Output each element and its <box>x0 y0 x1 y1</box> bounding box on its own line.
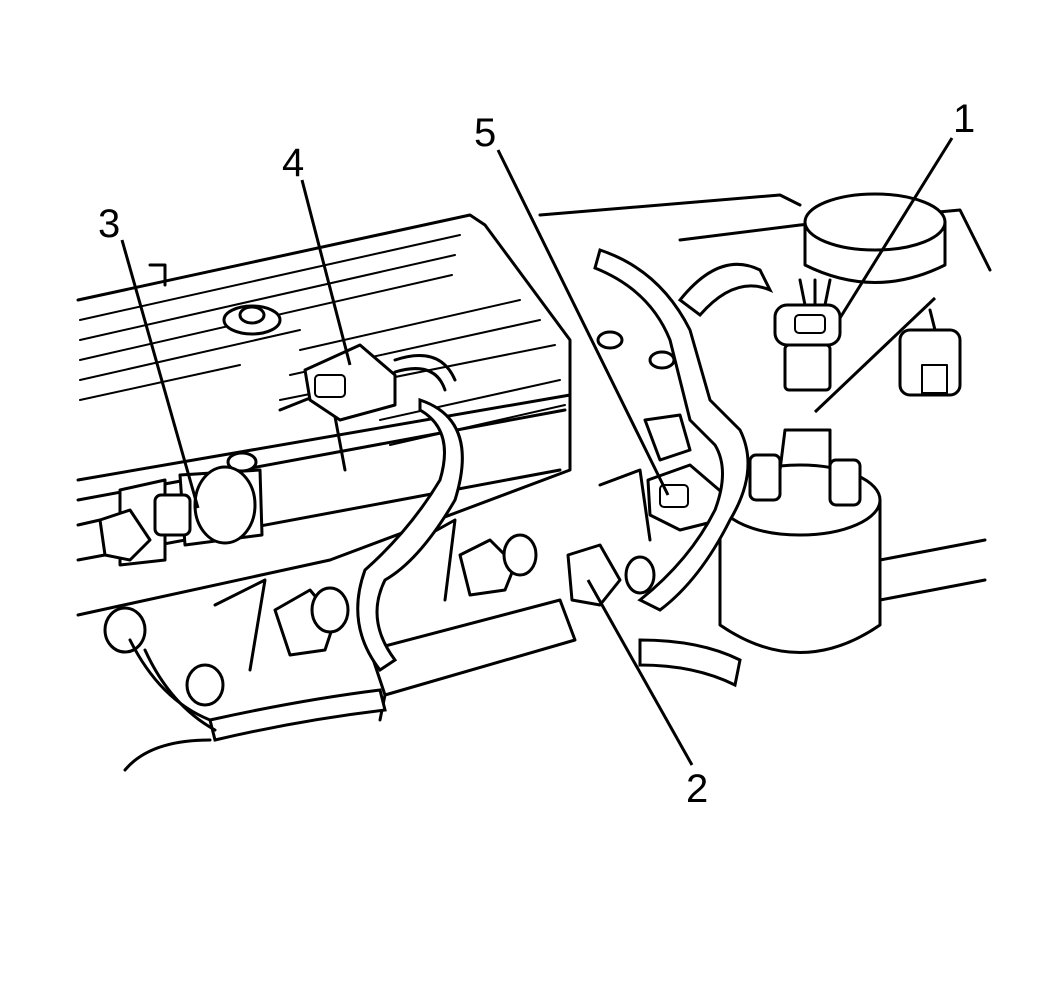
callout-3: 3 <box>98 202 120 246</box>
leader-3 <box>120 239 200 509</box>
leader-1a <box>838 137 954 319</box>
leader-2 <box>586 579 694 766</box>
reservoir-area <box>538 192 992 654</box>
fuel-rail <box>368 598 577 722</box>
connector-3 <box>76 465 264 567</box>
valve-cover <box>76 213 676 672</box>
connector-1 <box>773 278 842 392</box>
injector-connectors <box>103 533 538 707</box>
connector-2 <box>566 543 656 607</box>
callout-1: 1 <box>953 97 975 141</box>
callout-labels: 1 2 3 4 5 <box>98 97 975 811</box>
connector-4 <box>303 343 457 422</box>
callout-2: 2 <box>686 767 708 811</box>
callout-leaders <box>120 137 954 766</box>
leader-5 <box>496 149 670 496</box>
callout-4: 4 <box>282 141 304 185</box>
connector-detail <box>898 308 962 397</box>
wiring-harness <box>123 248 774 772</box>
leader-4 <box>300 179 352 366</box>
leader-1b <box>813 296 937 414</box>
callout-5: 5 <box>474 111 496 155</box>
